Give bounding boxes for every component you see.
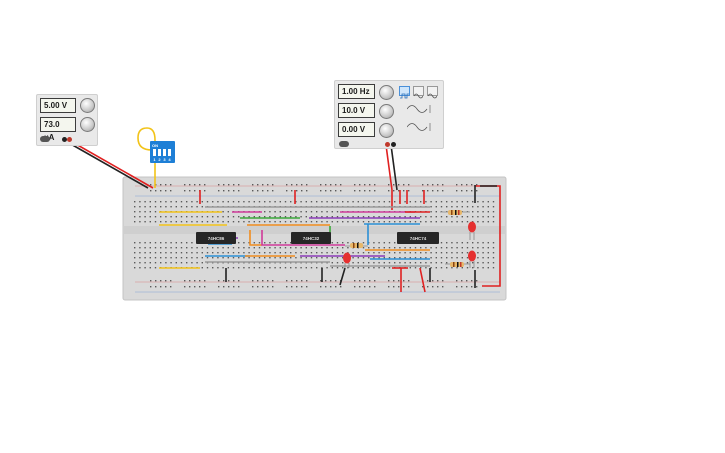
square-wave-icon[interactable] xyxy=(399,86,410,99)
chip-label: 74HC86 xyxy=(208,236,225,241)
current-knob[interactable] xyxy=(80,117,95,132)
negative-terminal[interactable] xyxy=(62,137,67,142)
waveform-preview xyxy=(407,105,431,131)
amplitude-knob[interactable] xyxy=(379,104,394,119)
power-jumpers xyxy=(199,185,501,293)
breadboard-wires xyxy=(159,206,430,269)
chip-label: 74HC74 xyxy=(410,236,427,241)
led[interactable] xyxy=(468,250,476,269)
power-supply[interactable]: 5.00 V 73.0 µA xyxy=(36,94,98,146)
dip-toggle[interactable] xyxy=(153,149,156,156)
power-toggle[interactable] xyxy=(339,141,349,147)
power-supply-wires xyxy=(61,138,154,189)
voltage-knob[interactable] xyxy=(80,98,95,113)
dip-switch[interactable]: ON 1 2 3 4 xyxy=(150,141,175,163)
resistor[interactable] xyxy=(345,243,368,248)
resistor[interactable] xyxy=(440,210,470,215)
led[interactable] xyxy=(343,252,351,269)
negative-terminal[interactable] xyxy=(391,142,396,147)
function-generator[interactable]: 1.00 Hz 10.0 V 0.00 V xyxy=(334,80,444,149)
offset-display: 0.00 V xyxy=(338,122,375,137)
dip-position-label: 1 xyxy=(153,157,156,162)
dip-toggle[interactable] xyxy=(163,149,166,156)
chip-74hc32[interactable]: 74HC32 xyxy=(291,232,331,244)
frequency-display: 1.00 Hz xyxy=(338,84,375,99)
dip-toggle[interactable] xyxy=(168,149,171,156)
power-toggle[interactable] xyxy=(40,136,50,142)
triangle-wave-icon[interactable] xyxy=(413,86,424,99)
dip-position-label: 2 xyxy=(158,157,161,162)
dip-toggle[interactable] xyxy=(158,149,161,156)
resistor[interactable] xyxy=(445,262,470,267)
chip-label: 74HC32 xyxy=(303,236,320,241)
frequency-knob[interactable] xyxy=(379,85,394,100)
dip-position-label: 4 xyxy=(168,157,171,162)
led[interactable] xyxy=(468,221,476,241)
positive-terminal[interactable] xyxy=(67,137,72,142)
amplitude-display: 10.0 V xyxy=(338,103,375,118)
current-display: 73.0 µA xyxy=(40,117,76,142)
voltage-display: 5.00 V xyxy=(40,98,76,113)
dip-on-label: ON xyxy=(152,143,158,148)
dip-position-label: 3 xyxy=(163,157,166,162)
sine-wave-icon[interactable] xyxy=(427,86,438,99)
chip-74hc86[interactable]: 74HC86 xyxy=(196,232,236,244)
function-generator-wires xyxy=(385,144,398,210)
dip-switch-wire xyxy=(137,127,156,188)
chip-74hc74[interactable]: 74HC74 xyxy=(397,232,439,244)
positive-terminal[interactable] xyxy=(385,142,390,147)
offset-knob[interactable] xyxy=(379,123,394,138)
